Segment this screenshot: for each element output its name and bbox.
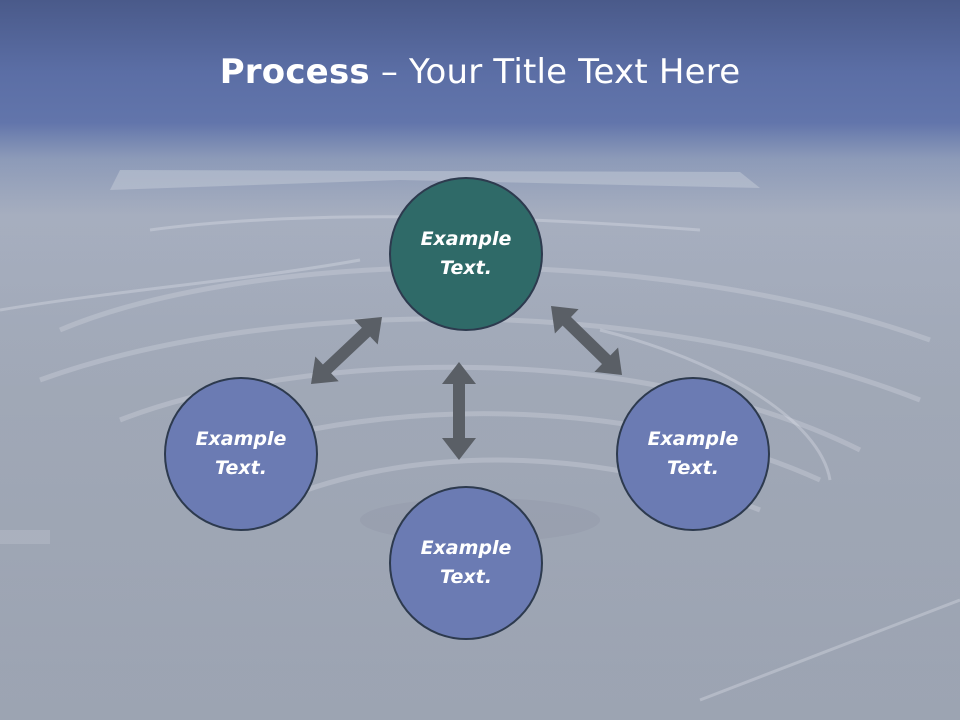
node-label: Example Text. [420,228,512,279]
title-rest: – Your Title Text Here [369,52,741,92]
node-label: Example Text. [647,428,739,479]
node-label: Example Text. [195,428,287,479]
arrow-top-right [551,306,622,375]
node-label: Example Text. [420,537,512,588]
process-node-top: Example Text. [389,177,543,331]
process-node-bottom: Example Text. [389,486,543,640]
slide-title: Process – Your Title Text Here [0,52,960,92]
process-node-left: Example Text. [164,377,318,531]
process-node-right: Example Text. [616,377,770,531]
arrow-top-bottom [442,362,476,460]
arrow-left-top [311,317,382,384]
title-bold: Process [219,52,370,92]
